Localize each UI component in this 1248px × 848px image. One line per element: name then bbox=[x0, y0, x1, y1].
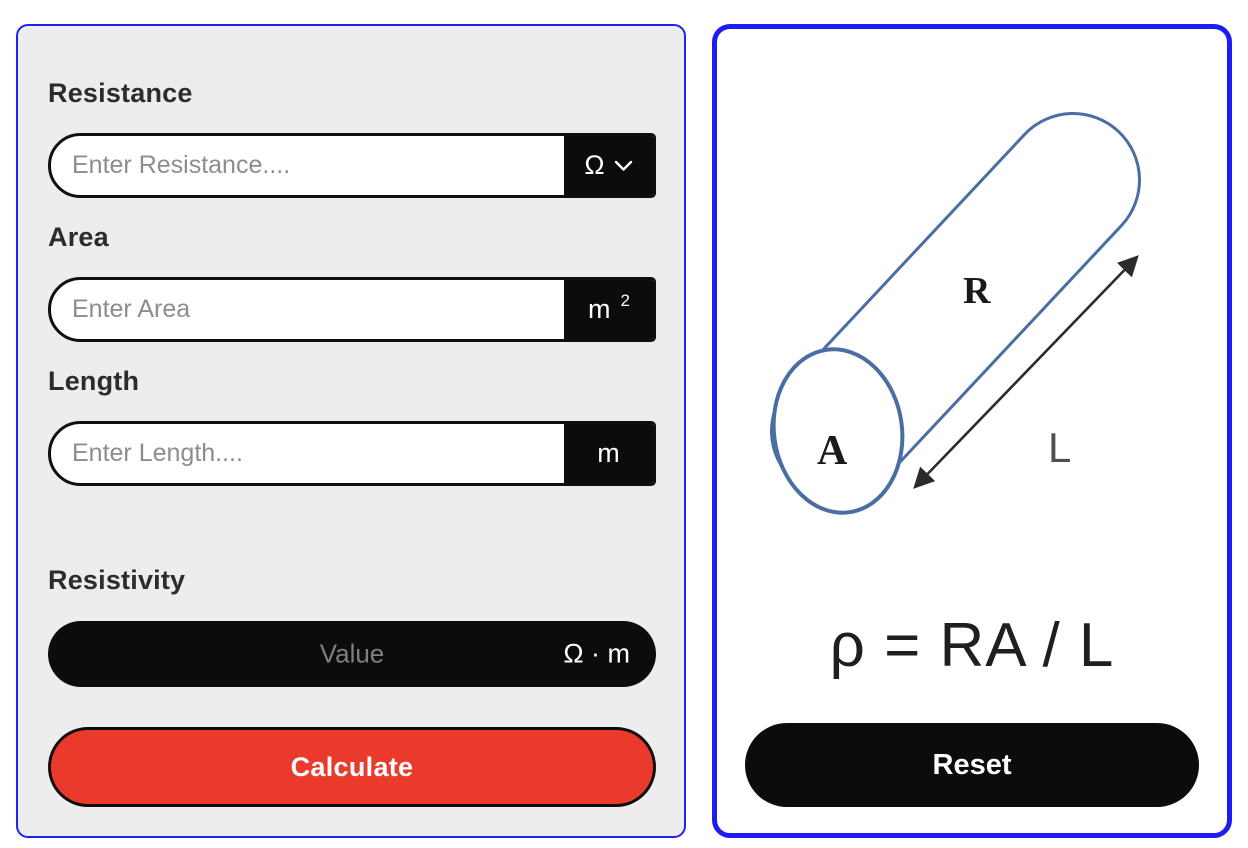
resistance-unit-dropdown[interactable]: Ω bbox=[564, 136, 653, 195]
diagram-resistance-label: R bbox=[963, 270, 991, 312]
length-label: Length bbox=[48, 366, 140, 396]
formula-info-panel: R A L ρ = RA / L Reset bbox=[712, 24, 1232, 838]
resistance-input[interactable] bbox=[51, 136, 564, 195]
area-input[interactable] bbox=[51, 280, 564, 339]
cylinder-conductor-diagram: R A L bbox=[770, 112, 1141, 515]
diagram-area-label: A bbox=[817, 428, 848, 474]
length-unit-label: m bbox=[564, 424, 653, 483]
cylinder-face-ellipse bbox=[771, 347, 905, 515]
calculate-button[interactable]: Calculate bbox=[48, 727, 656, 807]
resistivity-value-placeholder: Value bbox=[319, 638, 385, 669]
resistivity-label: Resistivity bbox=[48, 565, 186, 595]
length-field-group: m bbox=[48, 421, 656, 486]
resistivity-result-field: Value Ω · m bbox=[48, 621, 656, 687]
length-unit-text: m bbox=[597, 438, 620, 468]
chevron-down-icon bbox=[614, 160, 632, 171]
resistance-unit-label: Ω bbox=[584, 150, 605, 180]
area-field-group: m2 bbox=[48, 277, 656, 342]
length-input[interactable] bbox=[51, 424, 564, 483]
resistance-field-group: Ω bbox=[48, 133, 656, 198]
calculator-input-panel: Resistance Ω Area m2 Length m Resistivit… bbox=[16, 24, 686, 838]
resistivity-unit-label: Ω · m bbox=[563, 638, 630, 669]
resistivity-formula: ρ = RA / L bbox=[829, 611, 1115, 680]
area-label: Area bbox=[48, 222, 109, 252]
resistance-label: Resistance bbox=[48, 78, 193, 108]
length-arrow bbox=[913, 255, 1139, 489]
area-unit-base: m bbox=[588, 294, 611, 324]
reset-button[interactable]: Reset bbox=[745, 723, 1199, 807]
diagram-length-label: L bbox=[1048, 424, 1071, 471]
